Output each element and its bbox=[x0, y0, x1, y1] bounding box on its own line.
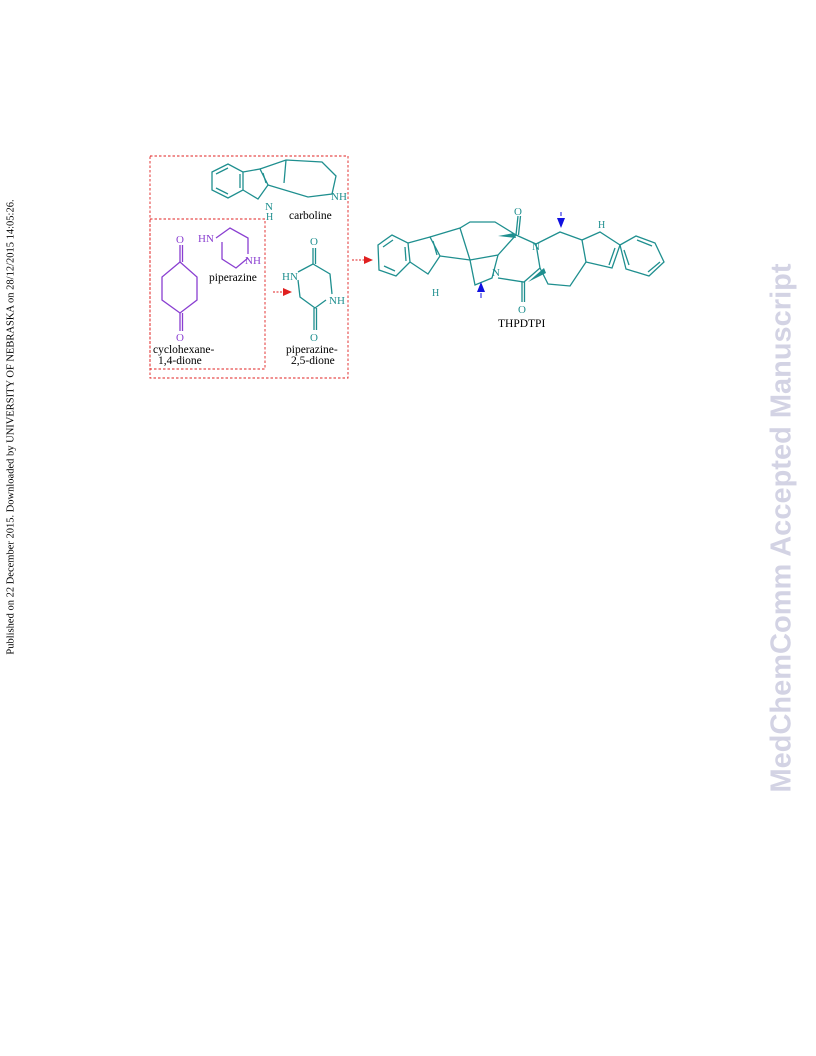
cyclohexane-dione-structure bbox=[161, 245, 198, 331]
dione-oxygen-bottom: O bbox=[310, 332, 318, 344]
cyclohexane-oxygen-top: O bbox=[176, 234, 184, 246]
carboline-nh-label: NH bbox=[331, 191, 347, 203]
product-n-right: N bbox=[532, 241, 540, 253]
product-oxygen-top: O bbox=[514, 206, 522, 218]
piperazine-dione-structure bbox=[297, 248, 333, 330]
cyclohexane-label-line2: 1,4-dione bbox=[158, 355, 202, 367]
product-oxygen-bottom: O bbox=[518, 304, 526, 316]
product-label: THPDTPI bbox=[498, 318, 545, 330]
piperazine-hn-label: HN bbox=[198, 233, 214, 245]
stereo-wedges bbox=[498, 233, 546, 282]
carboline-h-label: H bbox=[266, 212, 273, 223]
carboline-n-label: N bbox=[265, 201, 273, 213]
piperazine-structure bbox=[215, 227, 249, 269]
carboline-label: carboline bbox=[289, 210, 332, 222]
blue-arrow-bottom bbox=[477, 282, 485, 298]
dione-label-line2: 2,5-dione bbox=[291, 355, 335, 367]
cyclohexane-label-line1: cyclohexane- bbox=[153, 344, 214, 356]
red-arrow-small bbox=[273, 288, 292, 296]
red-arrow-main bbox=[352, 256, 373, 264]
blue-arrow-top bbox=[557, 212, 565, 228]
dione-nh-label: NH bbox=[329, 295, 345, 307]
product-n-left: N bbox=[492, 267, 500, 279]
carboline-structure bbox=[211, 159, 337, 200]
dione-hn-label: HN bbox=[282, 271, 298, 283]
product-indole-h-bottom: H bbox=[432, 288, 439, 299]
dione-oxygen-top: O bbox=[310, 236, 318, 248]
product-indole-h-top: H bbox=[598, 220, 605, 231]
dione-label-line1: piperazine- bbox=[286, 344, 338, 356]
cyclohexane-oxygen-bottom: O bbox=[176, 332, 184, 344]
piperazine-label: piperazine bbox=[209, 272, 257, 284]
inner-dashed-frame bbox=[149, 218, 266, 370]
piperazine-nh-label: NH bbox=[245, 255, 261, 267]
thpdtpi-structure bbox=[377, 215, 665, 302]
